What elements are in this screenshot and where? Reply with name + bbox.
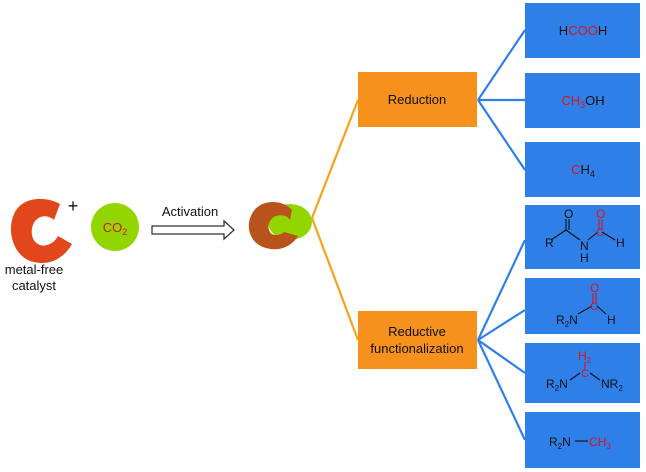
product-box-n-acylformamide	[525, 205, 640, 269]
svg-text:R2N: R2N	[556, 313, 578, 329]
product-box-methane	[525, 142, 640, 197]
svg-text:R: R	[545, 236, 554, 250]
catalyst-shape	[10, 198, 73, 264]
structure-formamide: R2N C O H	[556, 281, 616, 329]
reduction-box	[358, 72, 477, 127]
reductive-label-line1: Reductive	[388, 324, 446, 339]
plus-sign: +	[68, 196, 79, 216]
structure-methylamine: R2N CH3	[549, 435, 611, 451]
reduction-label: Reduction	[388, 92, 447, 107]
svg-text:C: C	[581, 368, 589, 380]
formula-formic-acid: HCOOH	[559, 23, 607, 38]
activation-label: Activation	[162, 204, 218, 219]
svg-text:O: O	[590, 281, 599, 295]
svg-text:NR2: NR2	[601, 377, 623, 393]
svg-text:H2: H2	[578, 349, 592, 365]
formula-methanol: CH3OH	[561, 93, 604, 110]
reductive-functionalization-box	[358, 311, 477, 369]
co2-sub: 2	[122, 227, 127, 237]
product-box-methanol	[525, 73, 640, 128]
svg-text:N: N	[580, 239, 589, 253]
svg-text:O: O	[596, 207, 605, 221]
svg-text:H: H	[607, 313, 616, 327]
svg-text:C: C	[596, 227, 604, 239]
co2-main: CO	[103, 220, 123, 235]
product-box-aminal	[525, 343, 640, 403]
catalyst-label-line1: metal-free	[5, 262, 64, 277]
structure-n-acylformamide: R O O N H C H	[545, 207, 625, 265]
product-box-formamide	[525, 278, 640, 334]
formula-methane: CH4	[571, 162, 595, 179]
svg-text:CH3: CH3	[589, 435, 611, 451]
co2-formula: CO2	[103, 220, 128, 237]
svg-text:R2N: R2N	[549, 435, 571, 451]
activation-arrow	[151, 219, 235, 241]
svg-text:H: H	[580, 251, 589, 265]
orange-branch-lines	[310, 99, 360, 341]
svg-text:C: C	[590, 301, 598, 313]
svg-text:O: O	[564, 207, 573, 221]
co2-circle	[91, 203, 139, 251]
catalyst-label-line2: catalyst	[12, 278, 56, 293]
blue-branch-lines	[477, 29, 526, 441]
product-box-formic-acid	[525, 3, 640, 58]
catalyst-co2-complex	[248, 202, 312, 250]
svg-text:R2N: R2N	[546, 377, 568, 393]
svg-text:H: H	[616, 236, 625, 250]
structure-aminal: H2 C R2N NR2	[546, 349, 623, 393]
reductive-label-line2: functionalization	[370, 341, 463, 356]
product-box-methylamine	[525, 412, 640, 468]
